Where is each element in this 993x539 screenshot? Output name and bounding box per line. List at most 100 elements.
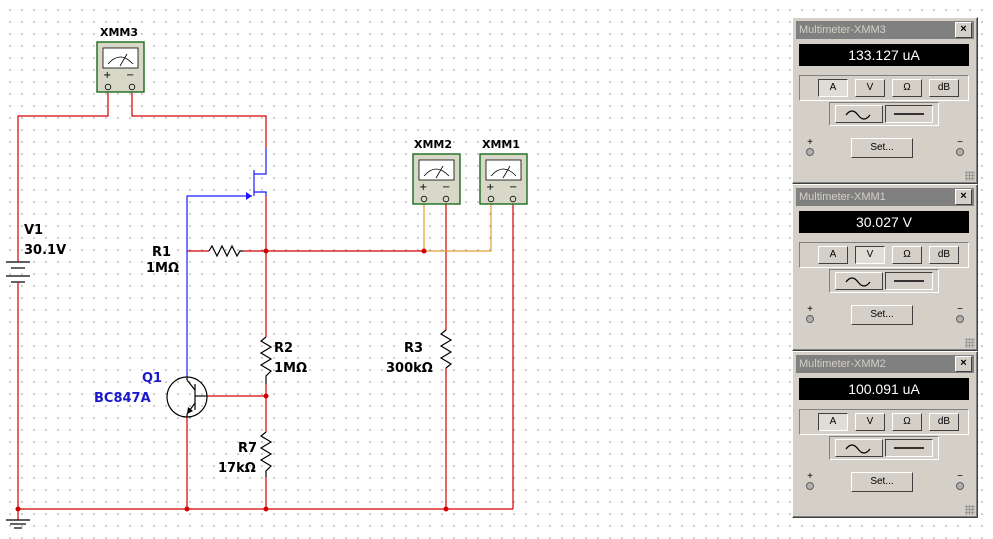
signal-mode-group — [829, 436, 939, 460]
signal-mode-group — [829, 102, 939, 126]
minus-terminal[interactable]: − — [953, 138, 967, 156]
r1-value: 1MΩ — [146, 261, 179, 276]
resistor-r1[interactable] — [208, 244, 243, 258]
mode-db-button[interactable]: dB — [929, 246, 959, 264]
multimeter-xmm2[interactable]: XMM2 + − — [412, 138, 461, 205]
reading-display: 100.091 uA — [799, 378, 969, 400]
r2-name: R2 — [274, 341, 293, 356]
mode-v-button[interactable]: V — [855, 79, 885, 97]
r3-name: R3 — [404, 341, 423, 356]
plus-terminal[interactable]: + — [803, 138, 817, 156]
reading-display: 30.027 V — [799, 211, 969, 233]
multimeter-xmm3[interactable]: XMM3 + − — [96, 26, 145, 93]
set-button[interactable]: Set... — [851, 305, 913, 325]
xmm1-label: XMM1 — [482, 138, 520, 151]
plus-sign: + — [807, 137, 813, 148]
ground-icon — [6, 519, 30, 529]
mode-button-group: A V Ω dB — [799, 75, 969, 101]
resistor-r3[interactable] — [439, 329, 453, 369]
set-button[interactable]: Set... — [851, 472, 913, 492]
panel-title-text: Multimeter-XMM2 — [799, 358, 886, 370]
dc-line-icon — [894, 447, 924, 449]
mode-ohm-button[interactable]: Ω — [892, 413, 922, 431]
r7-value: 17kΩ — [218, 461, 256, 476]
fet-gate-wire — [186, 195, 242, 378]
dc-mode-button[interactable] — [885, 272, 933, 290]
xmm3-label: XMM3 — [100, 26, 138, 39]
xmm2-minus: − — [442, 182, 450, 193]
mode-button-group: A V Ω dB — [799, 409, 969, 435]
ac-mode-button[interactable] — [835, 272, 883, 290]
mode-db-button[interactable]: dB — [929, 413, 959, 431]
resistor-r2[interactable] — [259, 336, 273, 384]
xmm3-minus: − — [126, 70, 134, 81]
dc-line-icon — [894, 280, 924, 282]
probe-wires — [423, 203, 492, 252]
multimeter-panel-3: Multimeter-XMM2 × 100.091 uA A V Ω dB + — [792, 351, 978, 518]
xmm1-minus: − — [509, 182, 517, 193]
mode-button-group: A V Ω dB — [799, 242, 969, 268]
r7-name: R7 — [238, 441, 257, 456]
sine-wave-icon — [845, 110, 871, 120]
resize-grip-icon[interactable] — [965, 505, 975, 515]
dc-line-icon — [894, 113, 924, 115]
mode-a-button[interactable]: A — [818, 413, 848, 431]
panel-title-text: Multimeter-XMM1 — [799, 191, 886, 203]
minus-sign: − — [957, 304, 963, 315]
xmm2-label: XMM2 — [414, 138, 452, 151]
resistor-r7[interactable] — [259, 431, 273, 477]
mode-v-button[interactable]: V — [855, 413, 885, 431]
terminal-dot-icon — [956, 148, 964, 156]
close-icon[interactable]: × — [955, 189, 972, 205]
mode-a-button[interactable]: A — [818, 246, 848, 264]
resize-grip-icon[interactable] — [965, 338, 975, 348]
multimeter-xmm1[interactable]: XMM1 + − — [479, 138, 528, 205]
close-icon[interactable]: × — [955, 22, 972, 38]
jfet-icon[interactable] — [242, 148, 267, 200]
terminal-dot-icon — [806, 315, 814, 323]
sine-wave-icon — [845, 277, 871, 287]
dc-source-icon[interactable] — [6, 252, 30, 287]
v1-name: V1 — [24, 223, 43, 238]
r3-value: 300kΩ — [386, 361, 433, 376]
v1-value: 30.1V — [24, 243, 66, 258]
close-icon[interactable]: × — [955, 356, 972, 372]
minus-sign: − — [957, 137, 963, 148]
xmm1-plus: + — [486, 182, 494, 193]
plus-terminal[interactable]: + — [803, 305, 817, 323]
minus-terminal[interactable]: − — [953, 305, 967, 323]
panel-title[interactable]: Multimeter-XMM2 × — [796, 355, 974, 373]
panel-title[interactable]: Multimeter-XMM1 × — [796, 188, 974, 206]
q1-value: BC847A — [94, 391, 151, 406]
dc-mode-button[interactable] — [885, 105, 933, 123]
mode-db-button[interactable]: dB — [929, 79, 959, 97]
set-button[interactable]: Set... — [851, 138, 913, 158]
ac-mode-button[interactable] — [835, 439, 883, 457]
mode-ohm-button[interactable]: Ω — [892, 79, 922, 97]
plus-terminal[interactable]: + — [803, 472, 817, 490]
reading-display: 133.127 uA — [799, 44, 969, 66]
r1-name: R1 — [152, 245, 171, 260]
mode-a-button[interactable]: A — [818, 79, 848, 97]
mode-ohm-button[interactable]: Ω — [892, 246, 922, 264]
minus-terminal[interactable]: − — [953, 472, 967, 490]
xmm2-plus: + — [419, 182, 427, 193]
plus-sign: + — [807, 304, 813, 315]
sine-wave-icon — [845, 444, 871, 454]
terminal-dot-icon — [956, 482, 964, 490]
terminal-dot-icon — [806, 148, 814, 156]
minus-sign: − — [957, 471, 963, 482]
dc-mode-button[interactable] — [885, 439, 933, 457]
junctions — [15, 248, 449, 512]
plus-sign: + — [807, 471, 813, 482]
ac-mode-button[interactable] — [835, 105, 883, 123]
signal-mode-group — [829, 269, 939, 293]
mode-v-button[interactable]: V — [855, 246, 885, 264]
multimeter-panel-2: Multimeter-XMM1 × 30.027 V A V Ω dB + — [792, 184, 978, 351]
panel-title-text: Multimeter-XMM3 — [799, 24, 886, 36]
npn-transistor-icon[interactable] — [166, 376, 208, 418]
panel-title[interactable]: Multimeter-XMM3 × — [796, 21, 974, 39]
q1-name: Q1 — [142, 371, 162, 386]
resize-grip-icon[interactable] — [965, 171, 975, 181]
